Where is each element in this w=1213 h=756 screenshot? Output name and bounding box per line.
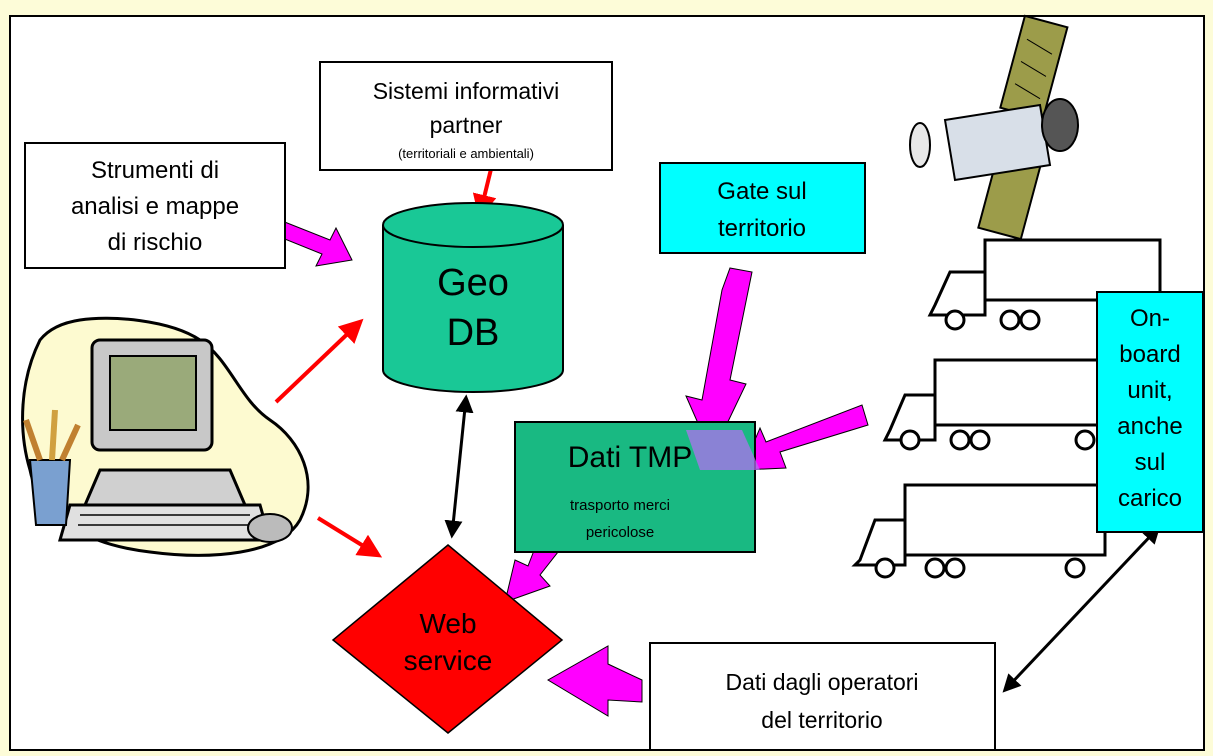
operatori-line2: del territorio [761,707,882,733]
truck-icon [927,238,1162,331]
operators-data-box: Dati dagli operatori del territorio [649,642,996,751]
satellite-icon [909,14,1079,241]
webservice-line2: service [404,645,493,676]
tmp-subtitle-line1: trasporto merci [570,497,670,514]
gate-box: Gate sul territorio [659,162,866,254]
onboard-unit-box: On- board unit, anche sul carico [1096,291,1204,533]
magenta-arrows [254,212,869,717]
strumenti-line3: di rischio [108,229,203,256]
gate-line2: territorio [718,215,806,242]
partner-subtitle: (territoriali e ambientali) [398,146,534,161]
operatori-line1: Dati dagli operatori [725,669,918,695]
tmp-title: Dati TMP [568,441,692,474]
arrow-computer-to-geodb [274,318,364,404]
computer-clipart-icon [21,316,310,557]
black-arrows [444,394,1161,693]
tmp-subtitle-line2: pericolose [586,524,654,541]
arrow-truck-to-tmp [741,404,869,471]
web-service-diamond: Web service [331,544,564,734]
arrow-computer-to-webservice [316,516,383,558]
webservice-line1: Web [419,608,476,639]
partner-title-line2: partner [430,112,503,138]
strumenti-line1: Strumenti di [91,157,219,184]
arrow-onboard-operatori [1002,525,1161,693]
onboard-line3: unit, [1127,377,1172,404]
geo-db-cylinder: Geo DB [382,202,564,393]
onboard-line5: sul [1135,449,1166,476]
truck-icon [882,358,1112,451]
gate-line1: Gate sul [717,178,806,205]
geodb-line2: DB [447,312,500,354]
arrow-geodb-webservice [444,394,474,539]
onboard-line6: carico [1118,485,1182,512]
arrow-overlap-tint [686,430,760,470]
onboard-line1: On- [1130,305,1170,332]
partner-title-line1: Sistemi informativi [373,78,560,104]
geodb-line1: Geo [437,262,509,304]
analysis-tools-box: Strumenti di analisi e mappe di rischio [24,142,286,269]
strumenti-line2: analisi e mappe [71,193,239,220]
arrow-operatori-to-webservice [547,645,643,717]
onboard-line4: anche [1117,413,1182,440]
partner-systems-box: Sistemi informativi partner (territorial… [319,61,613,171]
onboard-line2: board [1119,341,1180,368]
